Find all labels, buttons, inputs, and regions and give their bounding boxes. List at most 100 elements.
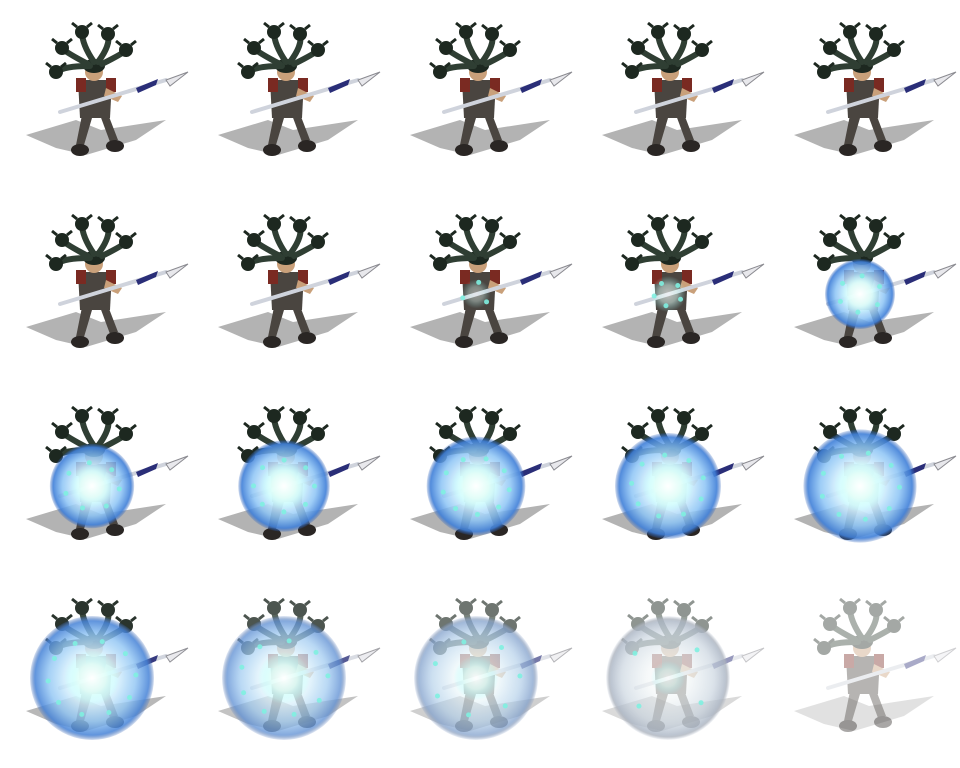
energy-spark <box>241 690 247 696</box>
character-shadow <box>602 120 742 155</box>
energy-spark <box>837 299 843 305</box>
energy-spark <box>122 651 128 657</box>
energy-spark <box>286 638 292 644</box>
energy-spark <box>66 470 72 476</box>
energy-spark <box>313 649 319 655</box>
medusa-warrior-sprite <box>237 213 381 348</box>
energy-spark <box>888 462 894 468</box>
energy-spark <box>476 279 482 285</box>
energy-glow-core <box>641 459 695 513</box>
energy-spark <box>251 483 257 489</box>
energy-spark <box>466 712 472 718</box>
energy-glow-core <box>257 651 311 705</box>
energy-spark <box>629 480 635 486</box>
character-shadow <box>410 120 550 155</box>
sprite-frame-10 <box>794 213 957 348</box>
energy-spark <box>440 489 446 495</box>
character-shadow <box>26 312 166 347</box>
energy-spark <box>855 309 861 315</box>
energy-spark <box>103 503 109 509</box>
energy-spark <box>694 647 700 653</box>
character-shadow <box>794 696 934 731</box>
energy-glow-core <box>461 279 491 309</box>
energy-spark <box>896 484 902 490</box>
energy-spark <box>836 511 842 517</box>
energy-spark <box>698 700 704 706</box>
energy-spark <box>698 496 704 502</box>
energy-spark <box>45 678 51 684</box>
sprite-frame-5 <box>794 21 957 156</box>
energy-spark <box>840 280 846 286</box>
energy-spark <box>517 673 523 679</box>
energy-spark <box>432 661 438 667</box>
energy-glow-core <box>650 660 686 696</box>
energy-spark <box>639 461 645 467</box>
sprite-frame-19 <box>602 597 765 740</box>
energy-spark <box>303 465 309 471</box>
energy-spark <box>659 280 665 286</box>
energy-spark <box>453 506 459 512</box>
energy-spark <box>56 699 62 705</box>
energy-spark <box>632 650 638 656</box>
energy-spark <box>484 299 490 305</box>
energy-spark <box>443 470 449 476</box>
sprite-frame-15 <box>794 405 957 543</box>
sprite-frame-16 <box>26 597 189 740</box>
energy-glow-core <box>833 459 887 513</box>
sprite-frame-1 <box>26 21 189 156</box>
sprite-frame-3 <box>410 21 573 156</box>
energy-spark <box>99 639 105 645</box>
energy-spark <box>686 458 692 464</box>
energy-spark <box>700 475 706 481</box>
character-shadow <box>218 120 358 155</box>
character-shadow <box>794 120 934 155</box>
energy-spark <box>434 693 440 699</box>
energy-spark <box>461 639 467 645</box>
medusa-warrior-sprite <box>45 213 189 348</box>
energy-spark <box>865 450 871 456</box>
energy-spark <box>877 283 883 289</box>
energy-spark <box>859 273 865 279</box>
energy-spark <box>506 487 512 493</box>
energy-spark <box>260 465 266 471</box>
energy-spark <box>483 456 489 462</box>
sprite-frame-4 <box>602 21 765 156</box>
energy-spark <box>474 511 480 517</box>
energy-spark <box>259 501 265 507</box>
energy-spark <box>63 490 69 496</box>
character-shadow <box>410 312 550 347</box>
energy-glow-core <box>839 273 881 315</box>
character-shadow <box>218 312 358 347</box>
energy-spark <box>862 516 868 522</box>
medusa-warrior-sprite <box>813 21 957 156</box>
energy-spark <box>681 511 687 517</box>
energy-spark <box>496 504 502 510</box>
energy-spark <box>316 697 322 703</box>
energy-spark <box>819 493 825 499</box>
sprite-frame-11 <box>26 405 189 540</box>
energy-spark <box>106 710 112 716</box>
character-shadow <box>794 312 934 347</box>
energy-spark <box>502 703 508 709</box>
sprite-frame-7 <box>218 213 381 348</box>
energy-spark <box>116 486 122 492</box>
sprite-frame-2 <box>218 21 381 156</box>
energy-spark <box>662 452 668 458</box>
sprite-frame-12 <box>218 405 381 540</box>
energy-spark <box>460 295 466 301</box>
energy-spark <box>281 457 287 463</box>
energy-spark <box>127 695 133 701</box>
sprite-frame-8 <box>410 213 573 348</box>
sprite-frame-17 <box>218 597 381 740</box>
energy-glow-core <box>450 460 502 512</box>
energy-spark <box>79 711 85 717</box>
energy-glow-core <box>453 655 499 701</box>
energy-spark <box>499 645 505 651</box>
energy-spark <box>675 282 681 288</box>
energy-spark <box>86 460 92 466</box>
energy-spark <box>501 468 507 474</box>
energy-spark <box>874 302 880 308</box>
sprite-frame-20 <box>794 597 957 732</box>
energy-spark <box>281 509 287 515</box>
